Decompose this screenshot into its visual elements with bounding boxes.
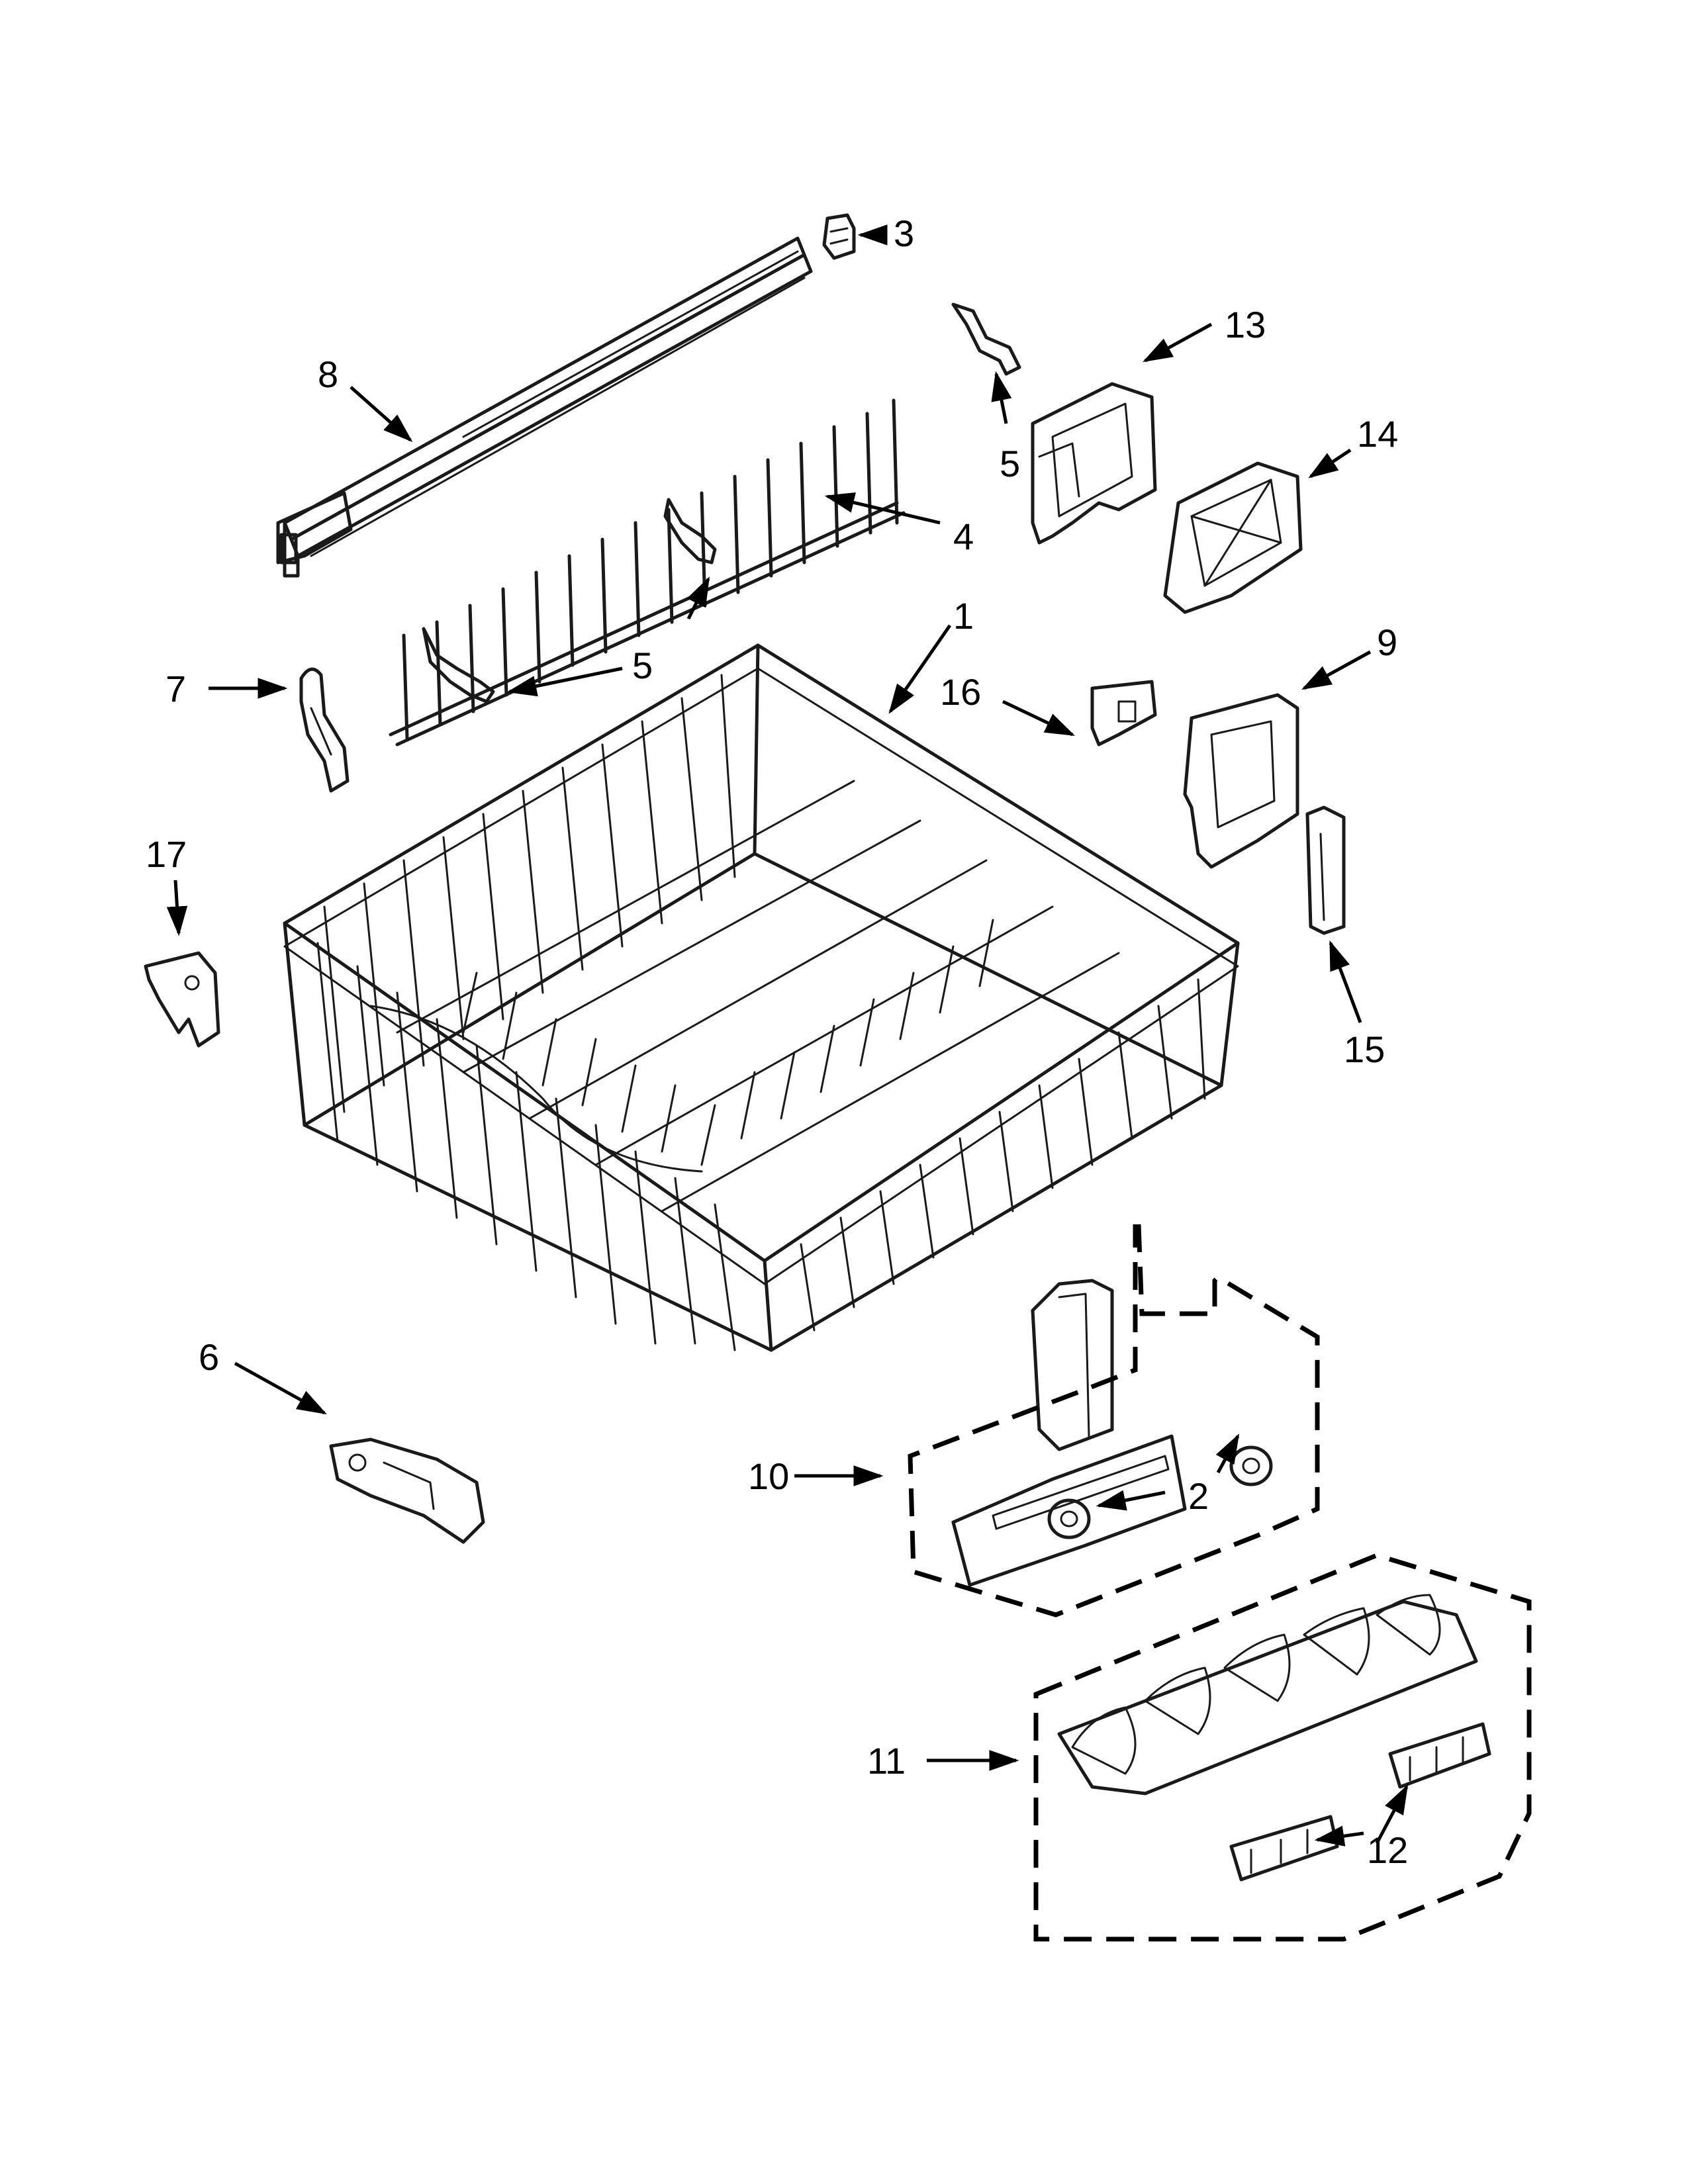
- part-1-upper-rack: [283, 643, 1240, 1352]
- part-11-bracket: [1031, 382, 1157, 545]
- callout-9: 9: [1377, 621, 1397, 663]
- part-4-tine-row: [389, 398, 906, 747]
- callout-17: 12: [1367, 1829, 1408, 1871]
- part-7-clip: [299, 667, 350, 793]
- part-6-bracket: [329, 1437, 485, 1544]
- part-2-wheel-lower: [1047, 1498, 1091, 1539]
- part-10-adjuster-assembly: [951, 1279, 1187, 1587]
- callout-7: 7: [165, 668, 186, 709]
- part-2-wheel-upper: [1229, 1445, 1273, 1486]
- group-outline-14: [1033, 1553, 1532, 1942]
- callout-8: 8: [318, 353, 338, 395]
- part-14-cup-shelf: [1057, 1594, 1478, 1796]
- callout-11: 13: [1225, 304, 1266, 345]
- callout-5-top: 5: [1000, 443, 1020, 484]
- part-9-bracket: [1183, 693, 1299, 869]
- group-outline-10: [908, 1224, 1320, 1617]
- callout-12: 14: [1357, 413, 1398, 455]
- callout-13: 15: [1344, 1028, 1385, 1070]
- callout-1: 1: [953, 595, 974, 637]
- part-5-hook-top: [951, 302, 1021, 376]
- part-15-clip: [144, 951, 220, 1048]
- callout-2: 2: [1188, 1475, 1209, 1517]
- callout-labels: 3 8 4 5 5 1 7 13 14 16 9 15 17 6 10 2 11…: [146, 212, 1408, 1871]
- part-8-rail: [276, 236, 813, 578]
- callout-5-mid: 5: [632, 645, 653, 686]
- part-3-clip: [822, 213, 856, 260]
- part-12-filter: [1163, 461, 1303, 614]
- callout-16: 16: [940, 671, 981, 713]
- part-17-clip-b: [1229, 1815, 1339, 1882]
- callout-15: 17: [146, 833, 187, 875]
- callout-10: 10: [748, 1455, 789, 1497]
- part-5-hook-low: [422, 627, 495, 704]
- part-5-hook-mid: [663, 498, 717, 565]
- callout-14: 11: [867, 1740, 906, 1782]
- callout-3: 3: [894, 212, 914, 254]
- callout-6: 6: [199, 1336, 219, 1378]
- leader-lines: [166, 224, 1409, 1846]
- part-16-clip: [1090, 680, 1157, 747]
- callout-4: 4: [953, 516, 974, 557]
- part-17-clip-a: [1388, 1722, 1491, 1789]
- part-13-slide: [1305, 805, 1346, 935]
